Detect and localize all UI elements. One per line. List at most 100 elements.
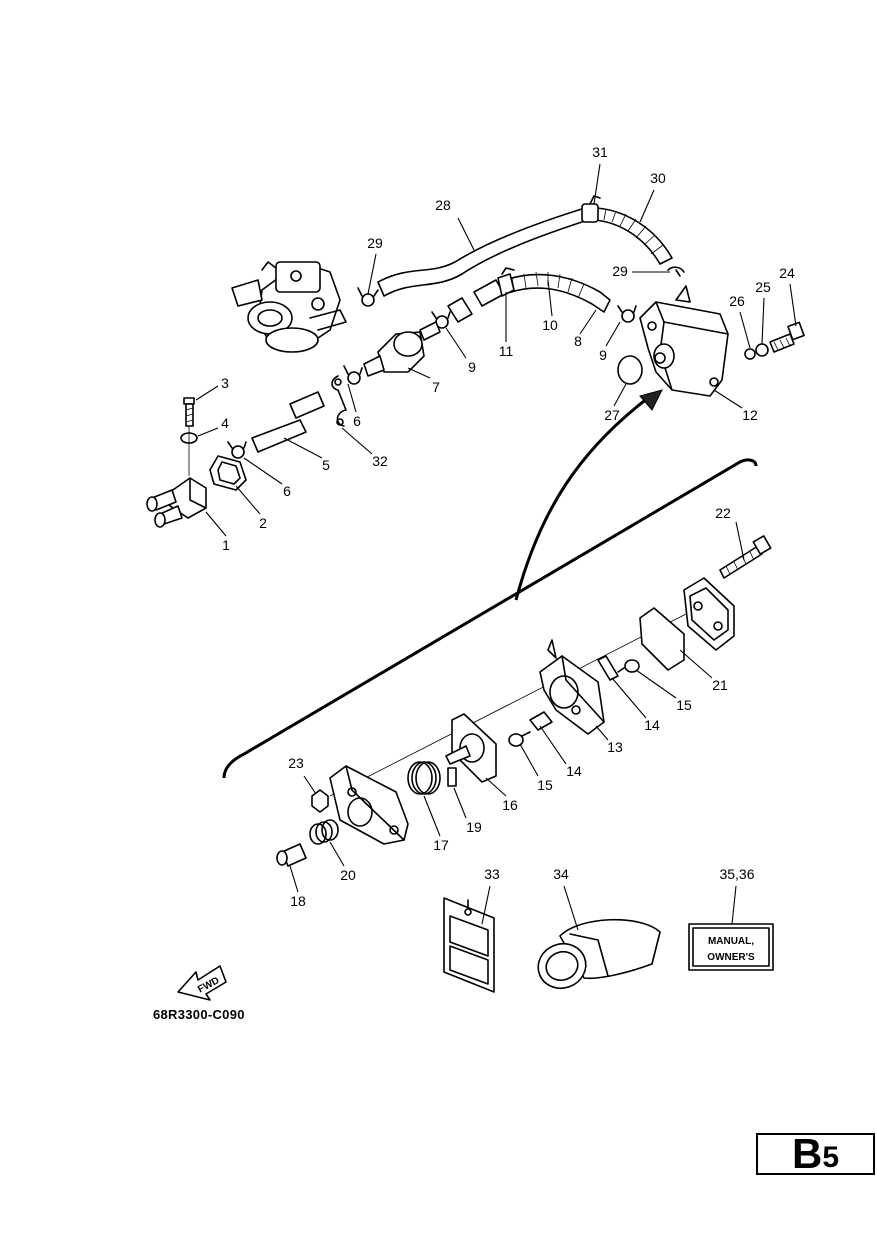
clip-6-lower [227, 441, 247, 459]
manual-label-line1: MANUAL, [708, 936, 754, 947]
screw-15-right [617, 659, 640, 673]
assembly-centerline [329, 611, 691, 797]
o-ring-27 [617, 355, 643, 385]
callout-number: 31 [592, 144, 608, 160]
bolt-3 [183, 397, 195, 427]
leader-line [739, 311, 751, 349]
callout-number: 27 [604, 407, 620, 423]
callout-number: 1 [222, 537, 230, 553]
leader-line [195, 385, 219, 401]
leader-line [445, 327, 467, 359]
clamp-11 [497, 267, 515, 297]
leader-line [639, 189, 655, 223]
leader-line [789, 283, 797, 327]
callout-number: 15 [676, 697, 692, 713]
fwd-arrow [177, 965, 227, 1001]
callout-number: 29 [612, 263, 628, 279]
callout-number: 11 [499, 343, 514, 359]
leader-line [519, 743, 539, 777]
callout-number: 22 [715, 505, 731, 521]
leader-line [289, 865, 299, 893]
callout-number: 34 [553, 866, 569, 882]
callout-number: 7 [432, 379, 440, 395]
clip-6-upper [343, 365, 363, 385]
callout-number: 26 [729, 293, 745, 309]
callout-number: 9 [599, 347, 607, 363]
leader-line [579, 309, 597, 335]
corrugated-hose-30 [593, 207, 673, 265]
callout-number: 6 [283, 483, 291, 499]
callout-number: 4 [221, 415, 229, 431]
leader-line [613, 383, 627, 407]
pin-19 [447, 767, 457, 787]
pump-base [329, 765, 409, 845]
callout-number: 5 [322, 457, 330, 473]
spring-20 [309, 819, 339, 845]
leader-line [595, 725, 609, 741]
leader-line [593, 163, 601, 205]
callout-number: 19 [466, 819, 482, 835]
leader-line [485, 777, 507, 797]
leader-line [635, 669, 677, 699]
callout-number: 35,36 [719, 866, 754, 882]
callout-number: 13 [607, 739, 623, 755]
washer-26 [744, 348, 756, 360]
leader-line [197, 427, 219, 437]
callout-number: 15 [537, 777, 553, 793]
leader-line [235, 485, 261, 515]
page-code-letter: B [791, 1130, 823, 1177]
clip-29-upper [357, 287, 379, 307]
hose-clamp-31 [581, 195, 601, 223]
leader-line [341, 427, 373, 455]
bolt-24 [769, 321, 805, 353]
callout-number: 30 [650, 170, 666, 186]
page-code-number: 5 [822, 1141, 840, 1174]
callout-number: 32 [372, 453, 388, 469]
gasket-21 [639, 607, 685, 671]
leader-line [283, 437, 323, 459]
leader-line [347, 383, 357, 413]
screw-22 [719, 535, 772, 579]
leader-line [205, 511, 227, 537]
callout-number: 21 [712, 677, 728, 693]
leader-line [611, 677, 647, 719]
screw-15-left [508, 731, 531, 747]
hose-5 [251, 419, 307, 453]
valve-14-right [597, 655, 619, 681]
callout-layer: 1234566789910111213141415151617181920212… [195, 144, 797, 931]
leader-line [329, 841, 345, 867]
leader-line [457, 217, 475, 251]
leader-line [243, 457, 283, 485]
diaphragm-16 [445, 713, 497, 783]
callout-number: 2 [259, 515, 267, 531]
leader-line [367, 253, 377, 295]
cover-21 [683, 577, 735, 651]
callout-number: 29 [367, 235, 383, 251]
clip-29-right [667, 266, 685, 277]
hose-5b [289, 391, 325, 419]
leader-line [679, 649, 713, 679]
figure-code: 68R3300-C090 [153, 1007, 245, 1022]
clip-9-right [617, 305, 637, 323]
cover-34 [537, 918, 661, 990]
leader-line [713, 389, 743, 409]
fuel-filter-7 [363, 321, 441, 377]
callout-number: 17 [433, 837, 449, 853]
owners-manual-35-36 [688, 923, 774, 971]
leader-line [539, 725, 567, 765]
leader-line [481, 885, 491, 925]
leader-line [407, 367, 431, 379]
leader-line [563, 885, 579, 931]
fuel-pump-12 [639, 285, 729, 397]
callout-number: 6 [353, 413, 361, 429]
fuel-joint-1 [146, 477, 207, 528]
callout-number: 16 [502, 797, 518, 813]
pump-body-13 [539, 639, 605, 735]
plunger-18 [276, 843, 307, 867]
callout-number: 25 [755, 279, 771, 295]
callout-number: 14 [566, 763, 582, 779]
spring-17 [407, 761, 441, 795]
callout-number: 18 [290, 893, 306, 909]
callout-number: 24 [779, 265, 795, 281]
